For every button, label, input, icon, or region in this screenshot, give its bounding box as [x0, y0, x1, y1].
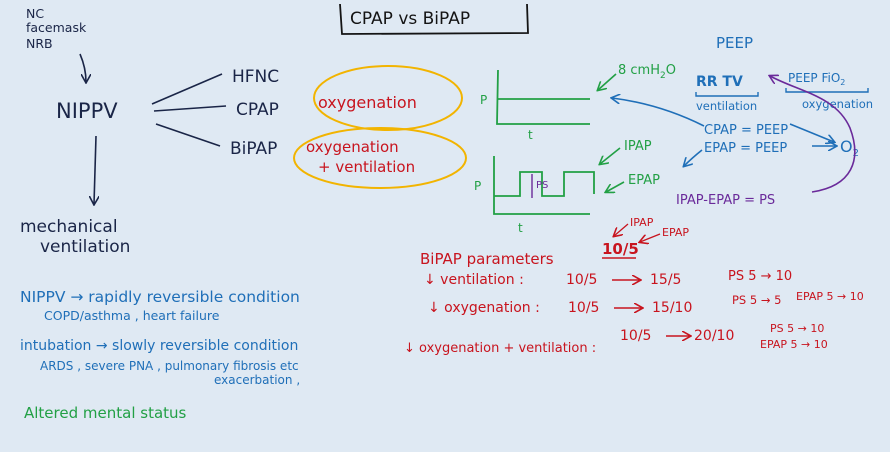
epap-pointer-label: EPAP	[662, 226, 689, 239]
page-title: CPAP vs BiPAP	[350, 9, 470, 29]
intubation-examples-2: exacerbation ,	[214, 373, 300, 387]
arrow-8cmh2o	[598, 73, 617, 90]
o2-sub: 2	[853, 148, 859, 159]
svg-text:O2: O2	[840, 137, 859, 159]
fio2-sub: 2	[840, 78, 845, 87]
ipap-label: IPAP	[624, 139, 652, 154]
nippv-label: NIPPV	[56, 99, 118, 123]
arrow-ps-to-rrtv	[770, 76, 856, 193]
arrow-epap-to-graph	[684, 149, 703, 166]
ventilation-label: ventilation	[696, 99, 757, 113]
cpap-pressure-end: O	[666, 63, 676, 78]
bipap-goal-line1: oxygenation	[306, 138, 399, 156]
ps-equation: IPAP-EPAP = PS	[676, 193, 775, 208]
line-to-cpap	[153, 105, 227, 112]
oval-cpap-goal	[313, 65, 463, 131]
line-to-hfnc	[151, 73, 223, 105]
param-row-3-note1: PS 5 → 10	[770, 322, 824, 335]
cpap-pressure-sub: 2	[660, 71, 666, 81]
o2-label: O	[840, 137, 853, 156]
parameters-example: 10/5	[602, 240, 639, 258]
bipap-axes	[493, 156, 590, 215]
param-row-2-label: ↓ oxygenation :	[428, 300, 540, 316]
arrow-to-nippv	[79, 53, 86, 82]
flowchart: NC facemask NRB NIPPV HFNC CPAP BiPAP me…	[20, 6, 279, 257]
mech-vent-line2: ventilation	[40, 237, 130, 257]
cpap-axes	[496, 69, 590, 125]
bipap-p-axis-label: P	[474, 179, 481, 193]
mode-bipap: BiPAP	[230, 139, 277, 159]
cpap-t-axis-label: t	[528, 128, 533, 142]
peep-section: PEEP RR TV ventilation PEEP FiO2 oxygena…	[612, 34, 873, 208]
arrow-ipap	[600, 147, 621, 164]
mode-cpap: CPAP	[236, 100, 279, 120]
bipap-parameters: BiPAP parameters 10/5 IPAP EPAP ↓ ventil…	[404, 216, 864, 356]
title-box: CPAP vs BiPAP	[339, 3, 529, 35]
input-facemask: facemask	[26, 20, 87, 35]
param-row-2-to: 15/10	[652, 300, 692, 316]
altered-mental-status: Altered mental status	[24, 404, 187, 422]
epap-label: EPAP	[628, 173, 660, 188]
nippv-indication: NIPPV → rapidly reversible condition	[20, 288, 300, 306]
param-row-3-from: 10/5	[620, 328, 651, 344]
intubation-indication: intubation → slowly reversible condition	[20, 338, 298, 354]
param-row-1-label: ↓ ventilation :	[424, 272, 524, 288]
rr-tv-label: RR TV	[696, 74, 743, 90]
bipap-waveform	[494, 171, 595, 197]
bipap-goal-line2: + ventilation	[318, 158, 415, 176]
arrow-cpap-to-o2	[789, 123, 834, 142]
param-row-2-from: 10/5	[568, 300, 599, 316]
peep-fio2-bracket	[785, 88, 869, 93]
cpap-p-axis-label: P	[480, 93, 487, 107]
epap-equals-peep: EPAP = PEEP	[704, 141, 787, 156]
param-row-1-to: 15/5	[650, 272, 681, 288]
mode-hfnc: HFNC	[232, 67, 279, 87]
ipap-pointer-label: IPAP	[630, 216, 654, 229]
arrow-cpap-to-graph	[612, 98, 705, 127]
pressure-graphs: P t 8 cmH2O P t PS IPAP EPAP	[474, 63, 676, 235]
svg-text:PEEP FiO2: PEEP FiO2	[788, 71, 845, 87]
param-row-1-note1: PS 5 → 10	[728, 269, 792, 284]
mech-vent-line1: mechanical	[20, 217, 118, 237]
bipap-t-axis-label: t	[518, 221, 523, 235]
oxygenation-label: oxygenation	[802, 97, 873, 111]
param-row-3-note2: EPAP 5 → 10	[760, 338, 828, 351]
arrow-epap-pointer	[640, 233, 661, 242]
arrow-ipap-pointer	[614, 223, 629, 236]
peep-heading: PEEP	[716, 34, 753, 52]
line-to-bipap	[155, 123, 221, 147]
svg-text:8 cmH2O: 8 cmH2O	[618, 63, 676, 81]
parameters-title: BiPAP parameters	[420, 250, 554, 268]
cpap-goal: oxygenation	[318, 93, 417, 112]
param-row-3-label: ↓ oxygenation + ventilation :	[404, 341, 596, 356]
input-nrb: NRB	[26, 36, 53, 51]
param-row-2-note2: EPAP 5 → 10	[796, 290, 864, 303]
arrow-epap	[606, 181, 625, 192]
goals: oxygenation oxygenation + ventilation	[293, 65, 467, 189]
param-row-3-to: 20/10	[694, 328, 734, 344]
param-row-2-note1: PS 5 → 5	[732, 293, 781, 307]
ps-label: PS	[536, 180, 548, 191]
intubation-examples: ARDS , severe PNA , pulmonary fibrosis e…	[40, 359, 299, 373]
cpap-equals-peep: CPAP = PEEP	[704, 123, 788, 138]
cpap-pressure-value: 8 cmH	[618, 63, 660, 78]
input-nc: NC	[26, 6, 44, 21]
rr-tv-bracket	[695, 92, 759, 97]
oval-bipap-goal	[293, 127, 467, 189]
indications: NIPPV → rapidly reversible condition COP…	[20, 288, 300, 422]
nippv-examples: COPD/asthma , heart failure	[44, 308, 220, 323]
arrow-to-mech-vent	[94, 135, 96, 204]
peep-fio2-label: PEEP FiO	[788, 71, 840, 85]
param-row-1-from: 10/5	[566, 272, 597, 288]
